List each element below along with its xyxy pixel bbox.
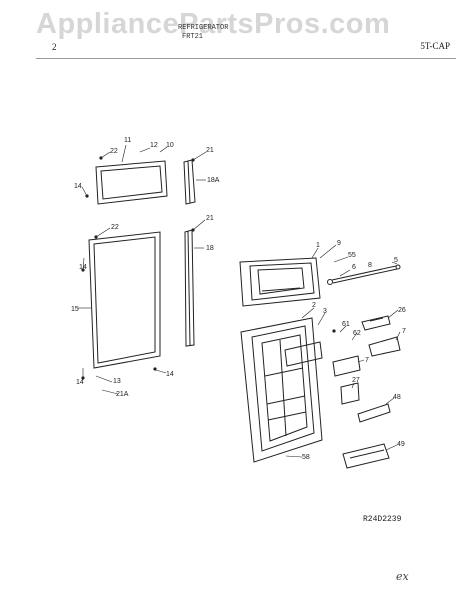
callout-14-bottom: 14 [76,379,84,386]
fresh-food-door-strip [184,229,195,347]
door-shelf-48 [357,403,391,423]
callout-18: 18 [206,245,214,252]
callout-12: 12 [150,142,158,149]
callout-61: 61 [342,321,350,328]
screw-markers [81,156,336,380]
handwritten-mark: ex [396,570,409,583]
freezer-door-gasket [95,160,168,205]
callout-13: 13 [113,378,121,385]
door-bin-7a [368,336,401,357]
fresh-food-door-assembly [240,317,323,463]
callout-26: 26 [398,307,406,314]
callout-14-mid: 14 [79,264,87,271]
callout-62: 62 [353,330,361,337]
callout-48: 48 [393,394,401,401]
fresh-food-door-gasket [88,231,161,369]
drawing-number: R24D2239 [363,515,402,524]
callout-21-top: 21 [206,147,214,154]
door-shelf-49 [342,443,390,469]
callout-6: 6 [352,264,356,271]
callout-15: 15 [71,306,79,313]
callout-14-right: 14 [166,371,174,378]
callout-7-upper: 7 [402,328,406,335]
model-title: REFRIGERATOR [178,24,229,32]
callout-8: 8 [368,262,372,269]
model-number: FRT21 [182,33,204,41]
callout-1: 1 [316,242,320,249]
callout-10: 10 [166,142,174,149]
header-rule [36,58,456,59]
callout-49: 49 [397,441,405,448]
callout-55: 55 [348,252,356,259]
callout-14-top: 14 [74,183,82,190]
door-handle [327,264,401,285]
callout-18a: 18A [207,177,220,184]
callout-22-mid: 22 [111,224,119,231]
door-shelf-26 [361,315,391,331]
callout-21a: 21A [116,391,129,398]
freezer-door-assembly [239,257,321,307]
catalog-code: 5T-CAP [420,41,450,51]
watermark: AppliancePartsPros.com [36,8,391,40]
callout-7-lower: 7 [365,357,369,364]
callout-21-mid: 21 [206,215,214,222]
callout-58: 58 [302,454,310,461]
callout-11: 11 [124,137,131,144]
callout-9: 9 [337,240,341,247]
page-number: 2 [52,42,57,52]
callout-5: 5 [394,257,398,264]
callout-2: 2 [312,302,316,309]
callout-3: 3 [323,308,327,315]
callout-22-top: 22 [110,148,118,155]
leader-lines [78,144,401,458]
freezer-door-strip [183,159,196,205]
callout-27: 27 [352,377,360,384]
butter-cover-27 [340,382,360,405]
door-bin-7b [332,355,361,377]
